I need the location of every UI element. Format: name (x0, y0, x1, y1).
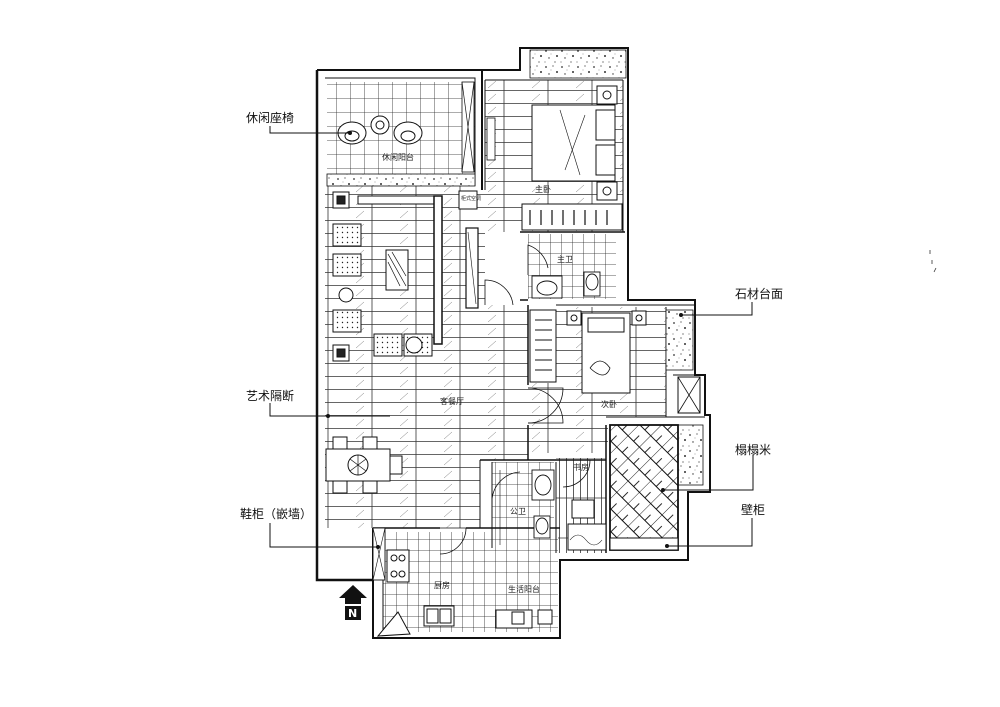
callout-stone-countertop: 石材台面 (735, 286, 783, 301)
stray-marks (929, 250, 937, 273)
callout-leisure-chair: 休闲座椅 (246, 110, 294, 125)
living-furniture (332, 190, 478, 362)
bay-window-stone (529, 49, 627, 79)
second-bedroom-window-stone (665, 309, 694, 371)
stone-strip (326, 173, 476, 187)
room-label-service-balcony: 生活阳台 (508, 584, 540, 594)
callout-dot-cabinet (665, 544, 669, 548)
room-label-master-bath: 主卫 (557, 254, 573, 264)
callout-dot-tatami (661, 488, 665, 492)
callout-wall-cabinet: 壁柜 (741, 502, 765, 517)
callout-lines (269, 126, 754, 548)
room-label-living-dining: 客餐厅 (440, 396, 464, 406)
room-label-study: 书房 (573, 462, 589, 472)
master-wardrobe (521, 203, 623, 231)
kitchen-fixtures (386, 549, 553, 629)
callout-dot-stone (679, 313, 683, 317)
second-bedroom-furniture (529, 309, 647, 394)
room-label-leisure-balcony: 休闲阳台 (382, 152, 414, 162)
north-arrow-icon: N (339, 585, 367, 620)
tatami (609, 424, 679, 551)
room-label-master-bedroom: 主卧 (535, 184, 551, 194)
guest-bath-fixtures (499, 469, 555, 545)
master-bed (531, 85, 618, 201)
callout-dot-shoe (376, 545, 380, 549)
study-furniture (567, 499, 607, 551)
dining-set (325, 436, 403, 494)
corridor-floor (528, 383, 608, 453)
master-bath-fixtures (531, 271, 601, 299)
callout-art-partition: 艺术隔断 (246, 388, 294, 403)
study-window-stone (677, 424, 704, 486)
tv-unit (486, 117, 496, 161)
compass-label: N (348, 607, 357, 620)
callout-dot-partition (326, 414, 330, 418)
cabinet-ac-label: 柜式空调 (461, 195, 481, 202)
callout-dot-chair (348, 131, 352, 135)
kitchen-entry-notch (376, 611, 411, 637)
wall-cabinet (609, 537, 679, 551)
doors (439, 244, 607, 555)
callout-shoe-cabinet: 鞋柜（嵌墙） (240, 506, 312, 521)
room-label-second-bedroom: 次卧 (601, 399, 617, 409)
room-label-guest-bath: 公卫 (510, 507, 526, 516)
callout-tatami: 榻榻米 (735, 443, 771, 457)
room-label-kitchen: 厨房 (434, 580, 450, 590)
